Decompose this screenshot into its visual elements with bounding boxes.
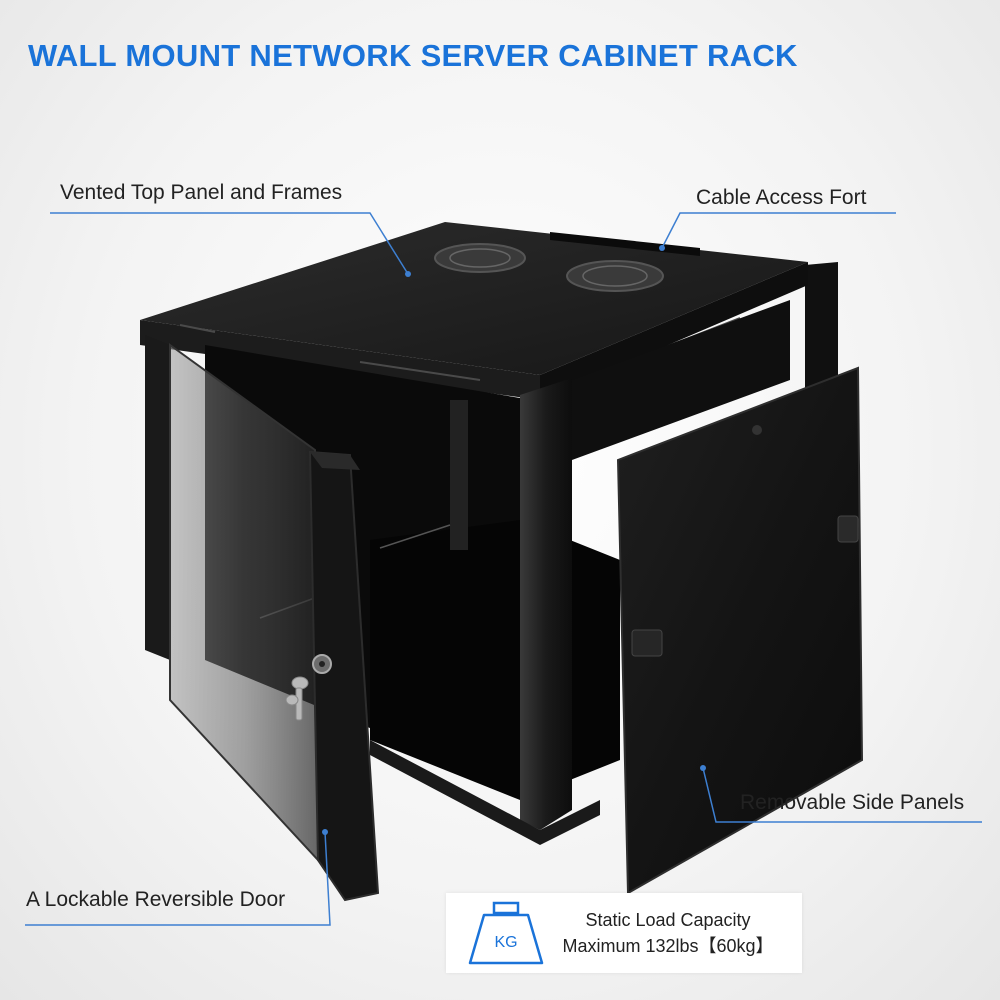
callout-vented-top-panel: Vented Top Panel and Frames <box>60 181 343 204</box>
callout-lockable-door: A Lockable Reversible Door <box>26 888 286 911</box>
weight-kg-icon: KG <box>468 901 544 965</box>
weight-icon-label: KG <box>494 934 517 951</box>
callout-cable-access: Cable Access Fort <box>696 186 867 209</box>
callout-removable-side-panels: Removable Side Panels <box>740 791 965 814</box>
page-title: WALL MOUNT NETWORK SERVER CABINET RACK <box>28 38 798 73</box>
load-capacity-badge: KG Static Load Capacity Maximum 132lbs【6… <box>446 893 802 973</box>
badge-line-2: Maximum 132lbs【60kg】 <box>562 936 774 956</box>
badge-line-1: Static Load Capacity <box>585 910 751 930</box>
